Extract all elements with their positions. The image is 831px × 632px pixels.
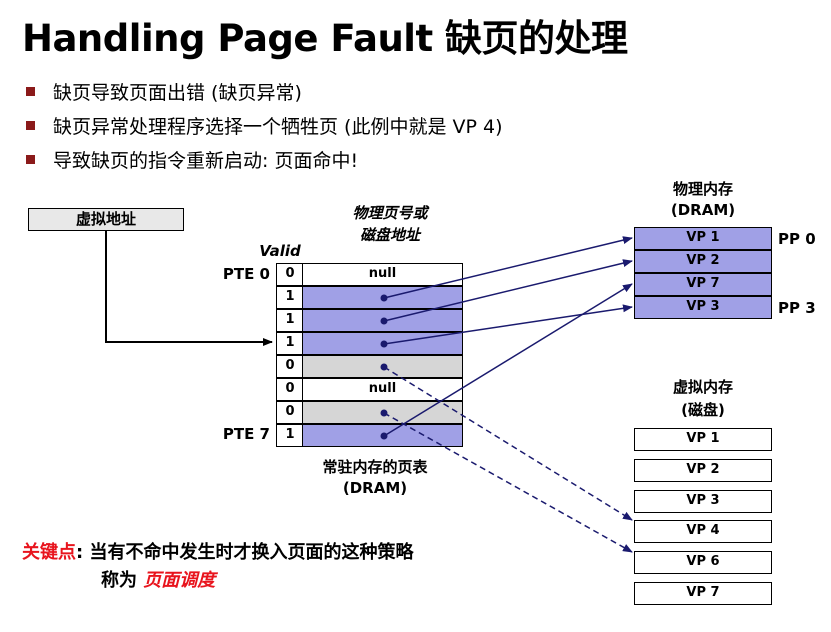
disk-page-cell: VP 4 [634, 520, 772, 543]
physical-page-cell: VP 2 [634, 250, 772, 273]
virtual-address-box: 虚拟地址 [28, 208, 184, 231]
bullet-item: 缺页异常处理程序选择一个牺牲页 (此例中就是 VP 4) [26, 112, 503, 139]
bullet-item: 缺页导致页面出错 (缺页异常) [26, 78, 302, 105]
valid-bit-cell: 1 [276, 424, 304, 447]
disk-page-cell: VP 6 [634, 551, 772, 574]
bullet-square-icon [26, 121, 35, 130]
pte-to-pp-arrow [383, 236, 633, 299]
virtual-memory-title-line2: (磁盘) [681, 401, 725, 419]
bullet-text: 缺页异常处理程序选择一个牺牲页 (此例中就是 VP 4) [53, 116, 503, 138]
pp-last-label: PP 3 [778, 299, 816, 317]
key-point-text: : 当有不命中发生时才换入页面的这种策略 [76, 542, 414, 563]
physical-page-cell: VP 7 [634, 273, 772, 296]
ppn-header-line1: 物理页号或 [352, 204, 428, 222]
key-point-prefix: 称为 [101, 570, 144, 591]
bullet-text: 缺页导致页面出错 (缺页异常) [53, 82, 302, 104]
pte-to-pp-arrow [383, 304, 633, 345]
ppn-cell: null [302, 378, 463, 401]
disk-page-cell: VP 7 [634, 582, 772, 605]
pte-to-pp-arrow [383, 283, 633, 437]
pte-to-disk-arrow [383, 366, 633, 521]
physical-memory-title-line2: (DRAM) [670, 201, 736, 219]
physical-page-cell: VP 1 [634, 227, 772, 250]
virtual-memory-title-line1: 虚拟内存 [672, 378, 733, 396]
pte-last-label: PTE 7 [222, 425, 270, 443]
valid-header: Valid [259, 242, 301, 260]
disk-page-cell: VP 3 [634, 490, 772, 513]
key-point-term: 页面调度 [143, 570, 216, 591]
disk-page-cell: VP 2 [634, 459, 772, 482]
pte-first-label: PTE 0 [222, 265, 270, 283]
key-point-line2: 称为 页面调度 [101, 566, 215, 592]
bullet-square-icon [26, 87, 35, 96]
ppn-header-line2: 磁盘地址 [359, 226, 420, 244]
ppn-cell: null [302, 263, 463, 286]
page-table-caption-line2: (DRAM) [342, 479, 408, 497]
pte-to-disk-arrow [383, 412, 633, 553]
pte-to-pp-arrow [383, 259, 633, 322]
key-point-line1: 关键点: 当有不命中发生时才换入页面的这种策略 [22, 538, 413, 564]
pp-first-label: PP 0 [778, 230, 816, 248]
bullet-text: 导致缺页的指令重新启动: 页面命中! [53, 150, 359, 172]
key-point-label: 关键点 [22, 542, 76, 563]
physical-page-cell: VP 3 [634, 296, 772, 319]
page-title: Handling Page Fault 缺页的处理 [22, 17, 628, 60]
valid-bit-cell: 1 [276, 309, 304, 332]
bullet-item: 导致缺页的指令重新启动: 页面命中! [26, 146, 358, 173]
physical-memory-title-line1: 物理内存 [672, 180, 733, 198]
virtual-address-arrow [105, 231, 273, 346]
bullet-square-icon [26, 155, 35, 164]
page-table-caption-line1: 常驻内存的页表 [322, 458, 428, 476]
disk-page-cell: VP 1 [634, 428, 772, 451]
